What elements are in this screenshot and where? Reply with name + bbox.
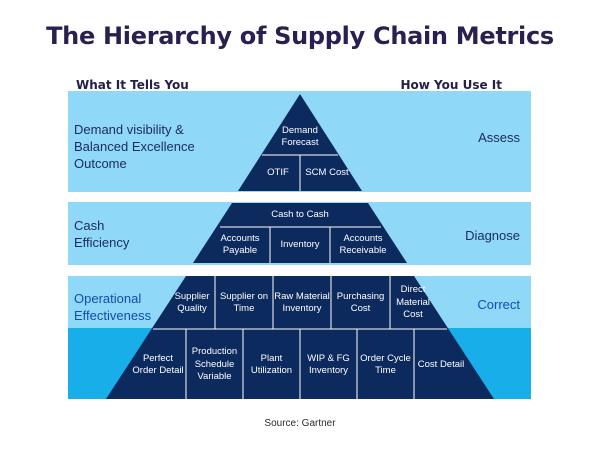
metric-perfect-order-detail: Perfect Order Detail [132,352,184,377]
metric-otif: OTIF [267,166,289,178]
column-header-left: What It Tells You [76,78,189,92]
metric-accounts-receivable: Accounts Receivable [339,232,387,257]
metric-direct-material-cost: Direct Material Cost [396,284,430,321]
metric-scm-cost: SCM Cost [305,166,349,178]
pyramid-tier-1 [238,94,362,191]
metric-cash-to-cash: Cash to Cash [271,208,329,220]
metric-accounts-payable: Accounts Payable [220,232,260,257]
source-note: Source: Gartner [264,418,336,429]
pyramid-tier-2 [193,203,407,263]
tier-3-tells: Operational Effectiveness [74,291,152,323]
metric-plant-utilization: Plant Utilization [250,352,293,377]
metric-cost-detail: Cost Detail [417,358,465,370]
metric-demand-forecast: Demand Forecast [281,124,319,149]
page-title: The Hierarchy of Supply Chain Metrics [46,22,554,50]
tier-2-use: Diagnose [465,228,520,243]
metric-raw-material-inventory: Raw Material Inventory [274,290,330,315]
metric-wip-fg-inventory: WIP & FG Inventory [307,352,350,377]
tier-1-use: Assess [478,130,520,145]
metric-supplier-on-time: Supplier on Time [219,290,269,315]
tier-3-use: Correct [477,297,520,312]
tier-2-tells: Cash Efficiency [74,218,130,250]
metric-order-cycle-time: Order Cycle Time [360,352,411,377]
metric-supplier-quality: Supplier Quality [174,290,210,315]
metric-purchasing-cost: Purchasing Cost [336,290,385,315]
metric-production-schedule-variable: Production Schedule Variable [191,346,238,383]
tier-1-tells: Demand visibility & Balanced Excellence … [74,122,195,171]
metric-inventory: Inventory [280,238,320,250]
column-header-right: How You Use It [400,78,502,92]
